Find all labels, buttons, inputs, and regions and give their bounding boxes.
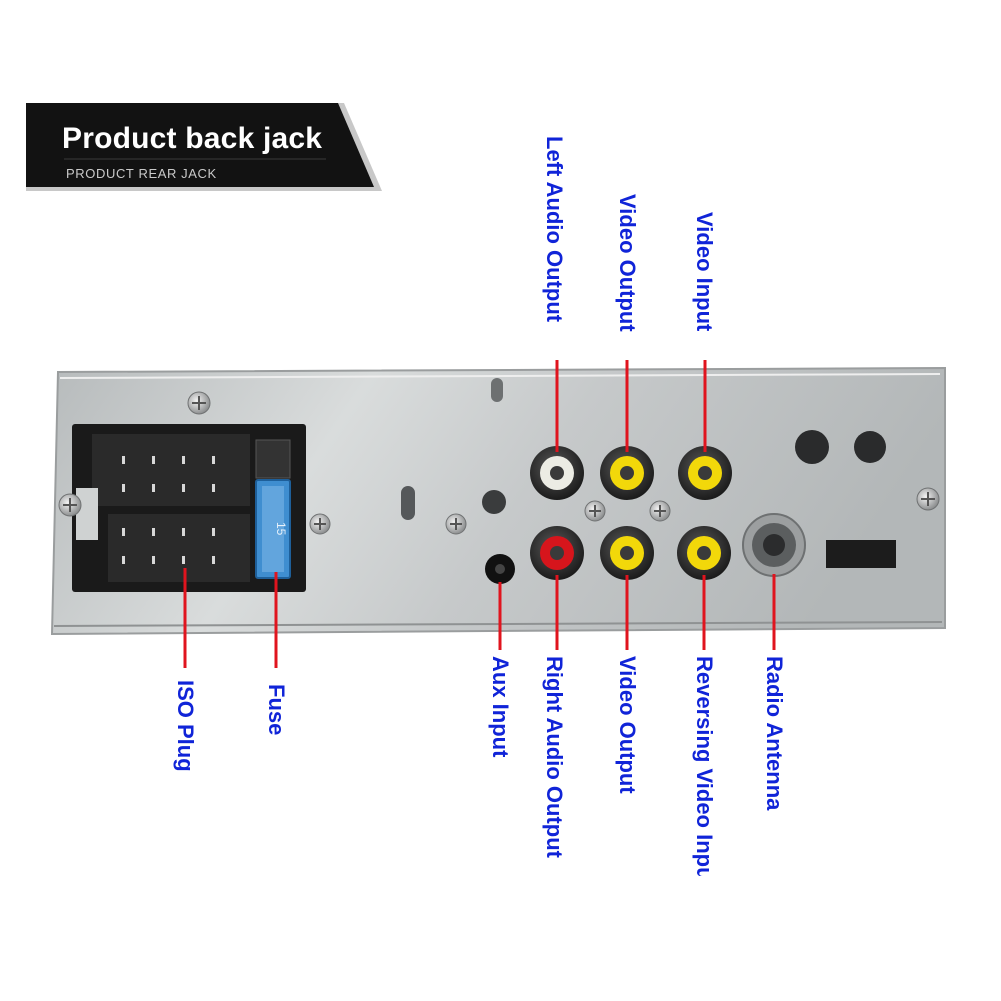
banner-subtitle: PRODUCT REAR JACK [66,166,217,181]
mount-hole [482,490,506,514]
rca-left-audio [530,446,584,500]
label-reversing-video-input: Reversing Video Input [692,656,717,876]
label-video-output-top: Video Output [615,194,640,332]
banner-title: Product back jack [62,122,323,155]
screw-icon [649,500,671,522]
rca-video-output-top [600,446,654,500]
screw-icons [58,391,940,535]
screw-icon [187,391,211,415]
rca-video-input [678,446,732,500]
screw-icon [916,487,940,511]
label-left-audio-output: Left Audio Output [542,136,567,323]
fuse-rating: 15 [274,522,288,536]
mount-slot [491,378,503,402]
label-radio-antenna: Radio Antenna [762,656,787,811]
label-video-input: Video Input [692,212,717,332]
fuse-blade [255,479,291,579]
label-fuse: Fuse [264,684,289,736]
label-aux-input: Aux Input [488,656,513,758]
iso-plug [72,424,306,592]
rca-right-audio [530,526,584,580]
mount-hole [854,431,886,463]
mount-hole [795,430,829,464]
label-right-audio-output: Right Audio Output [542,656,567,859]
screw-icon [58,493,82,517]
radio-antenna-socket [742,513,806,577]
leader-lines [183,360,776,668]
title-banner [26,103,382,191]
rca-video-output-bottom [600,526,654,580]
screw-icon [309,513,331,535]
screw-icon [445,513,467,535]
label-iso-plug: ISO Plug [173,680,198,772]
mount-slot [401,486,415,520]
screw-icon [584,500,606,522]
mount-slot [826,540,896,568]
rca-reversing-video-input [677,526,731,580]
label-video-output-bottom: Video Output [615,656,640,794]
